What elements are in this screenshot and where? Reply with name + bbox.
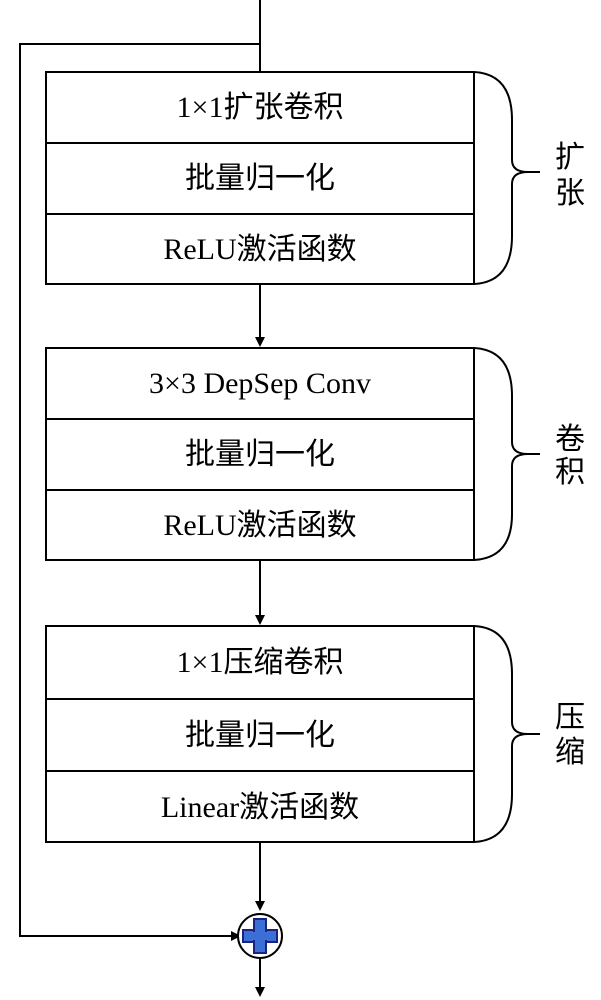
- expand-brace: [473, 71, 540, 285]
- project-row-1: 1×1压缩卷积: [177, 646, 344, 679]
- project-brace-label-2: 缩: [555, 736, 585, 769]
- expand-block: 1×1扩张卷积 批量归一化 ReLU激活函数 扩 张: [45, 71, 585, 285]
- depthwise-brace: [473, 347, 540, 561]
- expand-block-frame: [45, 71, 475, 285]
- depthwise-row-2: 批量归一化: [185, 438, 335, 471]
- project-row-3: Linear激活函数: [161, 791, 359, 824]
- project-block-frame: [45, 625, 475, 843]
- depthwise-brace-label-2: 积: [555, 456, 585, 489]
- expand-row-1: 1×1扩张卷积: [177, 91, 344, 124]
- project-brace-label-1: 压: [555, 701, 585, 734]
- skip-connection-line: [19, 43, 260, 941]
- project-brace: [473, 625, 540, 843]
- depthwise-row-1: 3×3 DepSep Conv: [149, 367, 371, 400]
- expand-row-2: 批量归一化: [185, 162, 335, 195]
- project-block: 1×1压缩卷积 批量归一化 Linear激活函数 压 缩: [45, 625, 585, 843]
- expand-row-3: ReLU激活函数: [163, 233, 356, 266]
- expand-brace-label-2: 张: [555, 177, 585, 210]
- plus-circle-icon: [237, 913, 283, 959]
- depthwise-row-3: ReLU激活函数: [163, 509, 356, 542]
- depthwise-block: 3×3 DepSep Conv 批量归一化 ReLU激活函数 卷 积: [45, 347, 585, 561]
- expand-brace-label-1: 扩: [555, 141, 585, 174]
- project-row-2: 批量归一化: [185, 719, 335, 752]
- depthwise-block-frame: [45, 347, 475, 561]
- depthwise-brace-label-1: 卷: [555, 423, 585, 456]
